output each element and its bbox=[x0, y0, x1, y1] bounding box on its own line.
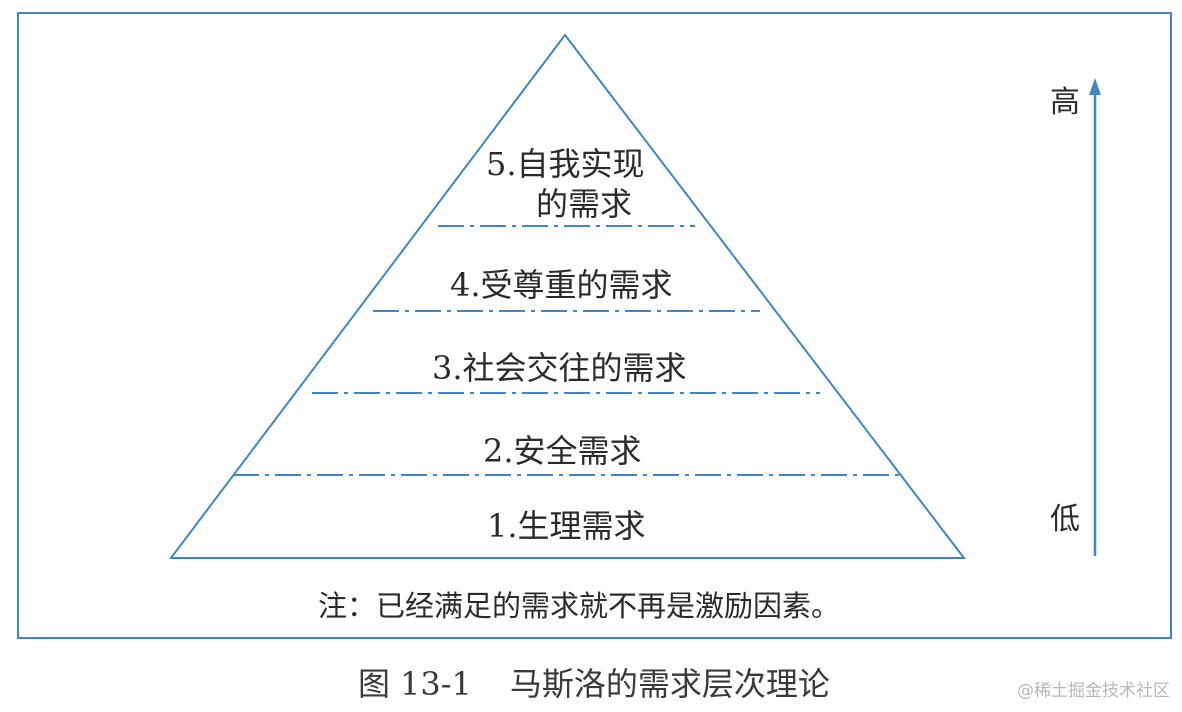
level-3-label: 3.社会交往的需求 bbox=[432, 349, 687, 387]
level-arrow-head bbox=[1089, 78, 1101, 95]
axis-low-label: 低 bbox=[1050, 502, 1080, 537]
level-4-label: 4.受尊重的需求 bbox=[450, 266, 673, 304]
caption-title: 马斯洛的需求层次理论 bbox=[509, 665, 830, 703]
pyramid-outline bbox=[168, 33, 967, 559]
footnote: 注：已经满足的需求就不再是激励因素。 bbox=[318, 589, 841, 623]
level-5-label-line1: 5.自我实现 bbox=[486, 145, 645, 183]
caption-prefix: 图 bbox=[358, 665, 391, 703]
level-2-label: 2.安全需求 bbox=[483, 432, 642, 470]
watermark: @稀土掘金技术社区 bbox=[1017, 681, 1170, 701]
diagram-frame bbox=[17, 12, 1172, 639]
level-5-label-line2: 的需求 bbox=[536, 185, 633, 223]
level-1-label: 1.生理需求 bbox=[487, 507, 646, 545]
caption-number: 13-1 bbox=[400, 665, 472, 703]
axis-high-label: 高 bbox=[1050, 85, 1080, 120]
